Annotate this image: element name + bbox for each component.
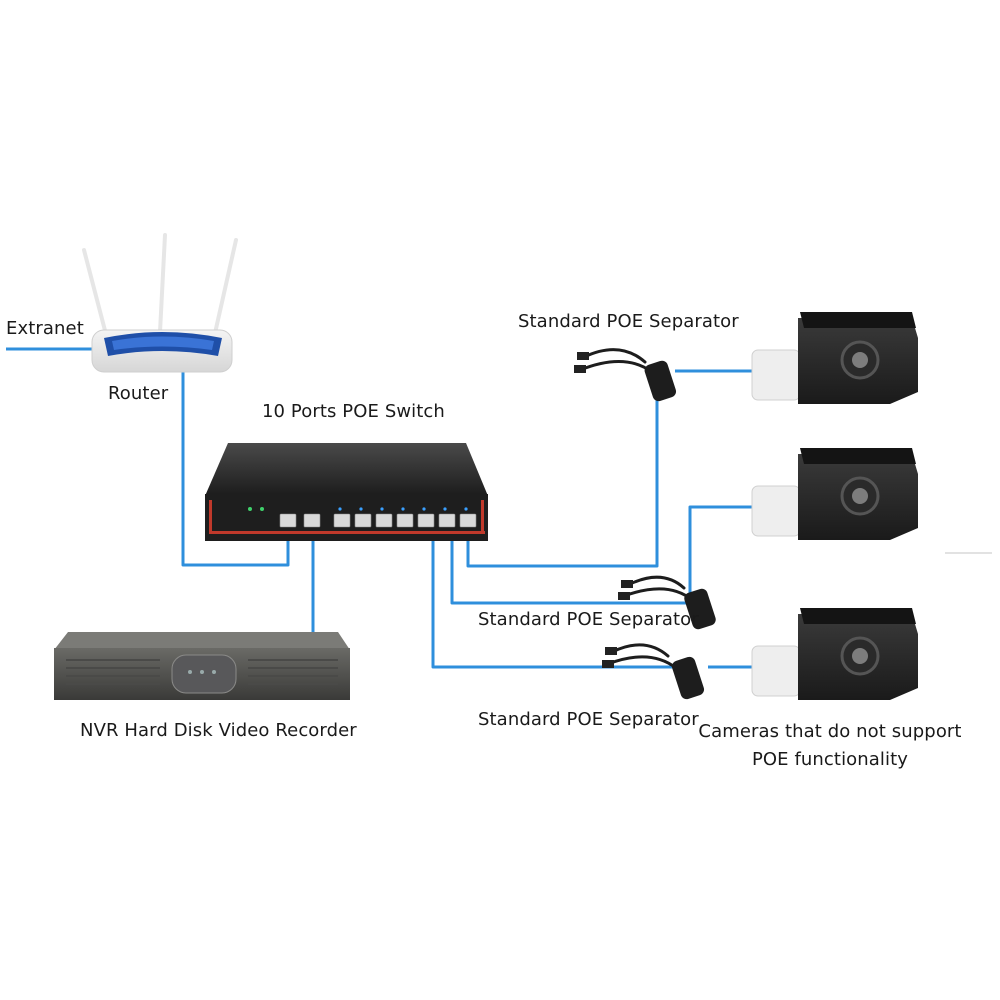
- router-to-switch-cable: [181, 372, 290, 567]
- cameras-label-line2: POE functionality: [751, 749, 909, 770]
- poe-separator-icon: [618, 575, 716, 630]
- nvr-icon: [54, 632, 350, 700]
- poe-separator-icon: [574, 348, 677, 402]
- bullet-camera-icon: [751, 448, 918, 540]
- switch-to-separator3-cable: [431, 540, 685, 669]
- cameras-label-line1: Cameras that do not support: [698, 721, 962, 742]
- switch-to-camera1-cable: [466, 398, 659, 568]
- router-icon: [82, 233, 238, 373]
- switch-label: 10 Ports POE Switch: [262, 401, 445, 422]
- nvr-label: NVR Hard Disk Video Recorder: [80, 720, 357, 741]
- poe-switch-icon: [205, 443, 488, 541]
- cameras-label: Cameras that do not support POE function…: [698, 718, 961, 774]
- router-label: Router: [108, 383, 169, 404]
- separator-label-top: Standard POE Separator: [518, 311, 739, 332]
- poe-separator-icon: [602, 643, 705, 700]
- cables: [6, 347, 752, 669]
- bullet-camera-icon: [751, 312, 918, 404]
- separator-label-bottom: Standard POE Separator: [478, 709, 699, 730]
- extranet-label: Extranet: [6, 318, 84, 339]
- bullet-camera-icon: [751, 608, 918, 700]
- switch-to-camera2-cable: [450, 540, 690, 605]
- separator-label-middle: Standard POE Separator: [478, 609, 699, 630]
- separator2-to-camera2-cable: [688, 505, 752, 603]
